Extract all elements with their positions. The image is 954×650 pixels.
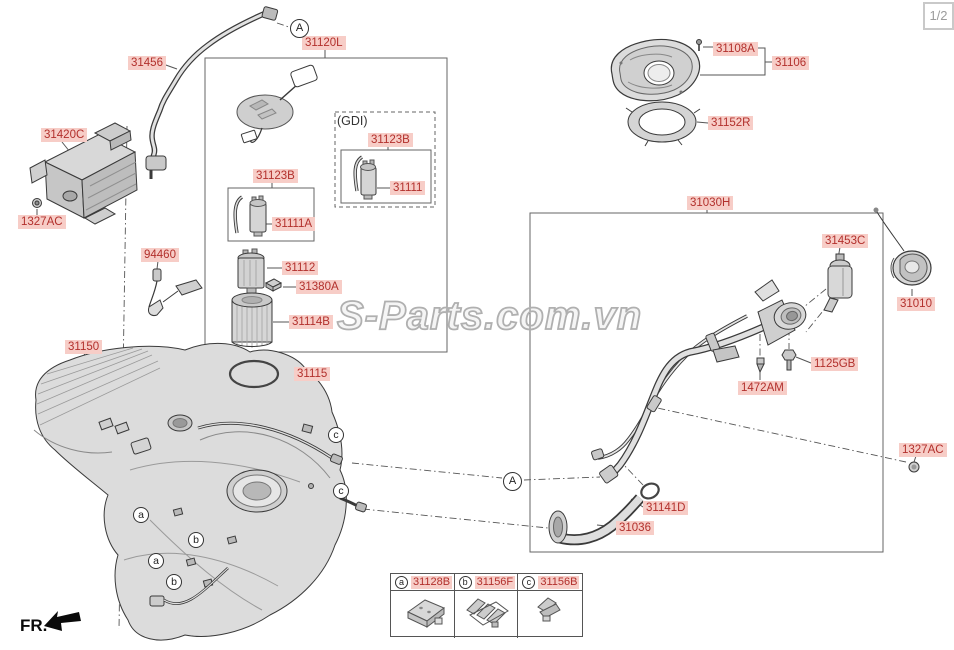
marker-A-bottom: A — [503, 472, 522, 491]
sensor-94460 — [148, 268, 203, 316]
part-label-1125GB[interactable]: 1125GB — [811, 357, 859, 371]
legend-letter-c: c — [522, 575, 536, 589]
cover-plate-31106 — [610, 38, 702, 102]
fuel-cap-31010 — [873, 207, 932, 286]
part-label-31112[interactable]: 31112 — [282, 261, 319, 275]
marker-c-2: c — [333, 483, 349, 499]
canister-31420C — [29, 122, 138, 225]
legend-cell-icon-c — [518, 591, 582, 638]
part-label-31108A[interactable]: 31108A — [713, 42, 758, 56]
legend-icon-b — [466, 598, 509, 628]
part-label-31141D[interactable]: 31141D — [643, 501, 689, 515]
part-label-31120L[interactable]: 31120L — [302, 36, 346, 50]
legend-icon-a — [407, 599, 445, 629]
filler-pipe-assembly — [591, 279, 807, 484]
fuel-pump-31112 — [237, 248, 283, 294]
marker-A-top: A — [290, 19, 309, 38]
part-label-31010[interactable]: 31010 — [897, 297, 935, 311]
part-label-31420C[interactable]: 31420C — [41, 128, 88, 142]
part-label-31115[interactable]: 31115 — [294, 367, 331, 381]
fuel-filter-31114B — [231, 292, 273, 348]
fastener-legend-table: a 31128B b 31156F c 31156B — [390, 573, 583, 638]
filler-hose-31036 — [548, 482, 660, 546]
part-label-31380A[interactable]: 31380A — [296, 280, 342, 294]
stud-1472AM — [756, 357, 765, 374]
part-label-31150[interactable]: 31150 — [65, 340, 103, 354]
legend-cell-icon-a — [391, 591, 455, 638]
part-label-31114B[interactable]: 31114B — [289, 315, 333, 329]
hose-clamp-31141D — [640, 482, 660, 500]
legend-cell-icon-b — [455, 591, 519, 638]
marker-a-2: a — [148, 553, 164, 569]
fuel-tank-31150 — [33, 342, 367, 641]
legend-code-31128B[interactable]: 31128B — [411, 575, 453, 589]
part-label-31030H[interactable]: 31030H — [687, 196, 734, 210]
part-label-94460[interactable]: 94460 — [141, 248, 179, 262]
part-label-31111A[interactable]: 31111A — [272, 217, 316, 231]
part-label-31453C[interactable]: 31453C — [822, 234, 869, 248]
fuel-pump-31111-gdi — [353, 155, 377, 200]
marker-a-1: a — [133, 507, 149, 523]
legend-header-a[interactable]: a 31128B — [391, 574, 455, 591]
pump-module-assembly — [236, 64, 318, 144]
part-label-1327AC-right[interactable]: 1327AC — [899, 443, 947, 457]
part-label-1472AM[interactable]: 1472AM — [738, 381, 787, 395]
gasket-ring-31152R — [625, 101, 701, 147]
marker-b-2: b — [166, 574, 182, 590]
gdi-variant-label: (GDI) — [337, 114, 368, 128]
part-label-1327AC-left[interactable]: 1327AC — [18, 215, 66, 229]
marker-c-1: c — [328, 427, 344, 443]
part-label-31111[interactable]: 31111 — [390, 181, 426, 195]
bolt-1125GB — [781, 349, 797, 371]
part-label-31456[interactable]: 31456 — [128, 56, 166, 70]
part-label-31036[interactable]: 31036 — [616, 521, 654, 535]
legend-code-31156B[interactable]: 31156B — [538, 575, 580, 589]
o-ring-31115 — [228, 359, 280, 389]
legend-code-31156F[interactable]: 31156F — [474, 575, 516, 589]
valve-31453C — [823, 253, 853, 313]
part-label-31152R[interactable]: 31152R — [708, 116, 754, 130]
part-label-31123B[interactable]: 31123B — [253, 169, 298, 183]
fr-direction-arrow — [44, 611, 81, 631]
legend-icon-c — [537, 597, 561, 622]
legend-header-c[interactable]: c 31156B — [518, 574, 582, 591]
part-label-31106[interactable]: 31106 — [772, 56, 810, 70]
legend-letter-b: b — [458, 575, 472, 589]
legend-letter-a: a — [395, 575, 408, 589]
watermark-text: S-Parts.com.vn — [336, 293, 643, 339]
marker-b-1: b — [188, 532, 204, 548]
nut-1327AC-right — [908, 461, 920, 473]
legend-header-b[interactable]: b 31156F — [454, 574, 519, 591]
fr-label: FR. — [20, 616, 48, 635]
vapor-tube-31456 — [145, 6, 279, 179]
part-label-31123B-gdi[interactable]: 31123B — [368, 133, 413, 147]
page-indicator[interactable]: 1/2 — [923, 2, 954, 30]
fuel-pump-31111A — [233, 195, 267, 237]
